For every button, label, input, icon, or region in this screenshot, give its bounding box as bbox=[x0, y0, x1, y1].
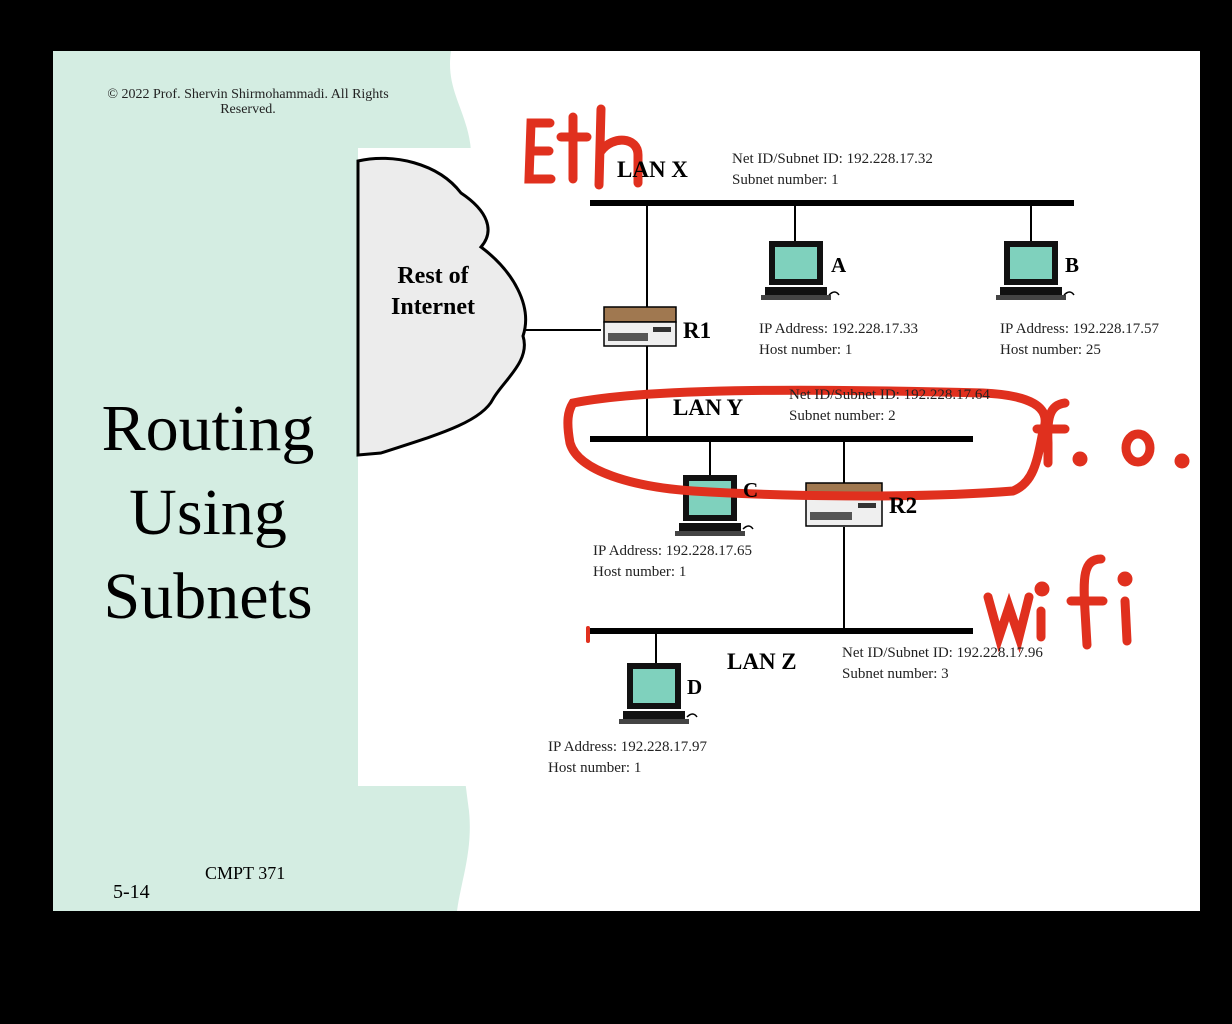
course-code: CMPT 371 bbox=[205, 863, 286, 883]
lan-y-label: LAN Y bbox=[673, 395, 744, 420]
host-c-ip: IP Address: 192.228.17.65 bbox=[593, 543, 753, 559]
cloud-label-line: Rest of bbox=[397, 263, 469, 289]
host-b-ip: IP Address: 192.228.17.57 bbox=[1000, 321, 1160, 337]
title-line: Using bbox=[129, 476, 287, 549]
cloud-label: Rest of Internet bbox=[383, 261, 483, 323]
lan-y-net-id: Net ID/Subnet ID: 192.228.17.64 bbox=[789, 387, 990, 403]
router-r1-label: R1 bbox=[683, 318, 712, 343]
lan-z-subnet: Subnet number: 3 bbox=[842, 666, 949, 682]
cloud-label-line: Internet bbox=[391, 294, 475, 320]
slide-title: Routing Using Subnets bbox=[63, 387, 353, 639]
router-r2-label: R2 bbox=[889, 493, 918, 518]
router-r2-icon bbox=[805, 482, 883, 527]
host-d-number: Host number: 1 bbox=[548, 760, 642, 776]
annotation-eth bbox=[524, 104, 643, 190]
host-c-number: Host number: 1 bbox=[593, 564, 687, 580]
router-r1-icon bbox=[603, 306, 677, 347]
host-a-label: A bbox=[831, 253, 847, 277]
host-c-label: C bbox=[743, 478, 759, 502]
lan-z-label: LAN Z bbox=[727, 649, 797, 674]
host-d-ip: IP Address: 192.228.17.97 bbox=[548, 739, 708, 755]
computer-a-icon bbox=[761, 241, 840, 300]
slide-number: 5-14 bbox=[113, 881, 150, 903]
lan-x-net-id: Net ID/Subnet ID: 192.228.17.32 bbox=[732, 151, 933, 167]
slide-graphics bbox=[53, 51, 1200, 911]
title-line: Routing bbox=[101, 392, 315, 465]
host-d-label: D bbox=[687, 675, 703, 699]
computer-b-icon bbox=[996, 241, 1075, 300]
lan-y-subnet: Subnet number: 2 bbox=[789, 408, 896, 424]
host-b-label: B bbox=[1065, 253, 1080, 277]
annotation-fo bbox=[563, 385, 1190, 501]
slide: © 2022 Prof. Shervin Shirmohammadi. All … bbox=[53, 51, 1200, 911]
copyright-notice: © 2022 Prof. Shervin Shirmohammadi. All … bbox=[107, 87, 389, 117]
host-a-ip: IP Address: 192.228.17.33 bbox=[759, 321, 919, 337]
computer-c-icon bbox=[675, 475, 754, 536]
host-b-number: Host number: 25 bbox=[1000, 342, 1101, 358]
lan-x-subnet: Subnet number: 1 bbox=[732, 172, 839, 188]
host-a-number: Host number: 1 bbox=[759, 342, 853, 358]
title-line: Subnets bbox=[103, 560, 313, 633]
lan-x-label: LAN X bbox=[617, 157, 688, 182]
internet-cloud bbox=[356, 156, 528, 457]
computer-d-icon bbox=[619, 663, 698, 724]
annotation-wifi bbox=[586, 554, 1133, 654]
lan-z-net-id: Net ID/Subnet ID: 192.228.17.96 bbox=[842, 645, 1043, 661]
